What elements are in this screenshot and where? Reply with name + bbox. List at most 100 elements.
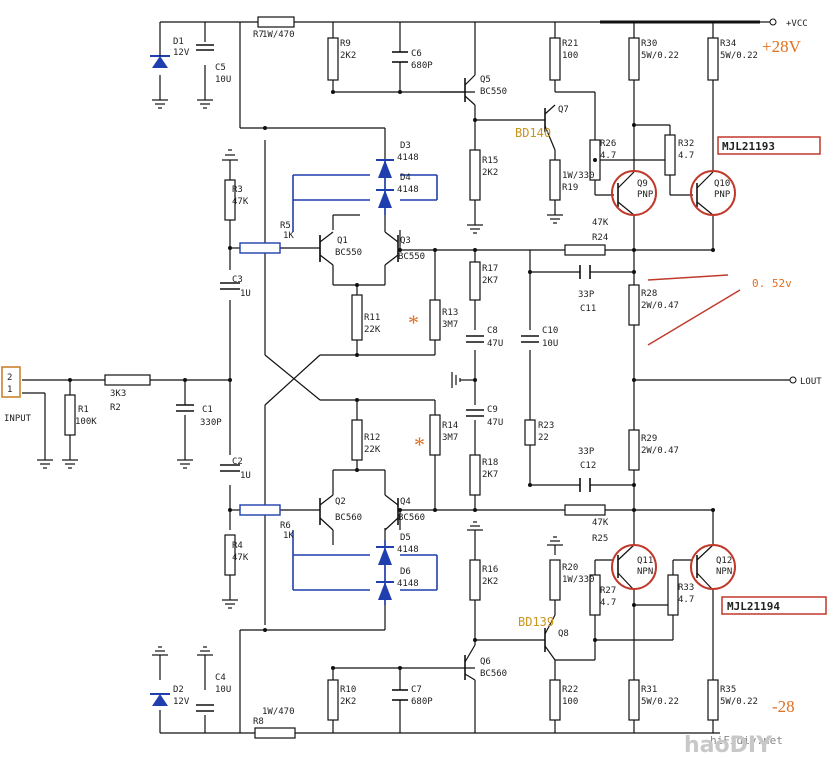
logo-watermark: haoDIY bbox=[684, 733, 773, 758]
value-c12: 33P bbox=[578, 447, 595, 457]
resistor-r17 bbox=[469, 261, 481, 301]
label-r29: R29 bbox=[641, 434, 657, 444]
label-r18: R18 bbox=[482, 458, 498, 468]
input-connector bbox=[1, 366, 21, 398]
resistor-r3 bbox=[224, 179, 236, 221]
type-q12: NPN bbox=[716, 567, 732, 577]
pos-rail-label: +28V bbox=[762, 37, 802, 56]
ground-icon bbox=[222, 149, 238, 161]
value-r11: 22K bbox=[364, 325, 381, 335]
ground-icon bbox=[177, 459, 193, 469]
label-r21: R21 bbox=[562, 39, 578, 49]
value-c5: 10U bbox=[215, 75, 231, 85]
value-r23: 22 bbox=[538, 433, 549, 443]
diode-d6 bbox=[376, 581, 394, 600]
transistor-q1 bbox=[319, 231, 334, 266]
label-q6: Q6 bbox=[480, 657, 491, 667]
transistor-q10 bbox=[690, 170, 736, 216]
transistor-q2 bbox=[319, 494, 334, 531]
zener-d1 bbox=[150, 42, 170, 68]
resistor-r2 bbox=[104, 374, 151, 386]
transistor-q4 bbox=[384, 494, 399, 531]
lout-label: LOUT bbox=[800, 377, 822, 387]
label-r31: R31 bbox=[641, 685, 657, 695]
resistor-r30 bbox=[628, 37, 640, 81]
value-d1: 12V bbox=[173, 48, 190, 58]
value-r25: 47K bbox=[592, 518, 609, 528]
value-r27: 4.7 bbox=[600, 598, 616, 608]
resistor-r7 bbox=[257, 16, 295, 28]
ground-icon bbox=[152, 99, 168, 109]
resistor-r27 bbox=[589, 574, 601, 616]
resistor-r31 bbox=[628, 679, 640, 721]
ground-icon bbox=[547, 536, 563, 546]
label-q7: Q7 bbox=[558, 105, 569, 115]
value-q3: BC550 bbox=[398, 252, 425, 262]
value-r5: 1K bbox=[283, 231, 294, 241]
value-r24: 47K bbox=[592, 218, 609, 228]
resistor-r9 bbox=[327, 37, 339, 81]
value-r19: 1W/330 bbox=[562, 171, 595, 181]
label-q5: Q5 bbox=[480, 75, 491, 85]
label-r28: R28 bbox=[641, 289, 657, 299]
label-r10: R10 bbox=[340, 685, 356, 695]
value-r17: 2K7 bbox=[482, 276, 498, 286]
resistor-r23 bbox=[524, 419, 536, 446]
label-r17: R17 bbox=[482, 264, 498, 274]
resistor-r11 bbox=[351, 294, 363, 341]
label-c7: C7 bbox=[411, 685, 422, 695]
value-r30: 5W/0.22 bbox=[641, 51, 679, 61]
label-r33: R33 bbox=[678, 583, 694, 593]
label-q1: Q1 bbox=[337, 236, 348, 246]
diode-d3 bbox=[376, 159, 394, 178]
label-r9: R9 bbox=[340, 39, 351, 49]
resistor-r24 bbox=[564, 244, 606, 256]
value-r31: 5W/0.22 bbox=[641, 697, 679, 707]
label-c1: C1 bbox=[202, 405, 213, 415]
value-r26: 4.7 bbox=[600, 151, 616, 161]
vcc-label: +VCC bbox=[786, 19, 808, 29]
label-c4: C4 bbox=[215, 673, 226, 683]
transistor-q11 bbox=[611, 544, 657, 591]
value-q4: BC560 bbox=[398, 513, 425, 523]
label-r25: R25 bbox=[592, 534, 608, 544]
star-annotation-bottom: * bbox=[414, 432, 425, 457]
resistor-r16 bbox=[469, 559, 481, 601]
annotation-line-top bbox=[647, 274, 729, 281]
label-c11: C11 bbox=[580, 304, 596, 314]
diode-d5 bbox=[376, 546, 394, 565]
driver-bottom-label: BD139 bbox=[518, 615, 554, 629]
resistor-r10 bbox=[327, 679, 339, 721]
resistor-r20 bbox=[549, 559, 561, 601]
value-r1: 100K bbox=[75, 417, 97, 427]
label-q2: Q2 bbox=[335, 497, 346, 507]
resistor-r14 bbox=[429, 414, 441, 456]
label-r1: R1 bbox=[78, 405, 89, 415]
vcc-terminal bbox=[769, 18, 777, 26]
resistor-r35 bbox=[707, 679, 719, 721]
type-q9: PNP bbox=[637, 190, 654, 200]
label-r6: R6 bbox=[280, 521, 291, 531]
part-top-label: MJL21193 bbox=[722, 140, 775, 153]
value-r14: 3M7 bbox=[442, 433, 458, 443]
label-c3: C3 bbox=[232, 275, 243, 285]
value-r13: 3M7 bbox=[442, 320, 458, 330]
resistor-r29 bbox=[628, 429, 640, 471]
resistor-r19 bbox=[549, 159, 561, 201]
value-q2: BC560 bbox=[335, 513, 362, 523]
part-box-bottom bbox=[721, 596, 827, 615]
value-d2: 12V bbox=[173, 697, 190, 707]
part-bottom-label: MJL21194 bbox=[727, 600, 780, 613]
label-c9: C9 bbox=[487, 405, 498, 415]
transistor-q3 bbox=[384, 231, 399, 266]
value-r15: 2K2 bbox=[482, 168, 498, 178]
value-r7: 1W/470 bbox=[262, 30, 295, 40]
label-q11: Q11 bbox=[637, 556, 653, 566]
label-d6: D6 bbox=[400, 567, 411, 577]
value-c2: 1U bbox=[240, 471, 251, 481]
transistor-q7 bbox=[544, 104, 556, 151]
label-c5: C5 bbox=[215, 63, 226, 73]
neg-rail-label: -28 bbox=[772, 697, 795, 716]
value-d4: 4148 bbox=[397, 185, 419, 195]
resistor-r32 bbox=[664, 134, 676, 176]
